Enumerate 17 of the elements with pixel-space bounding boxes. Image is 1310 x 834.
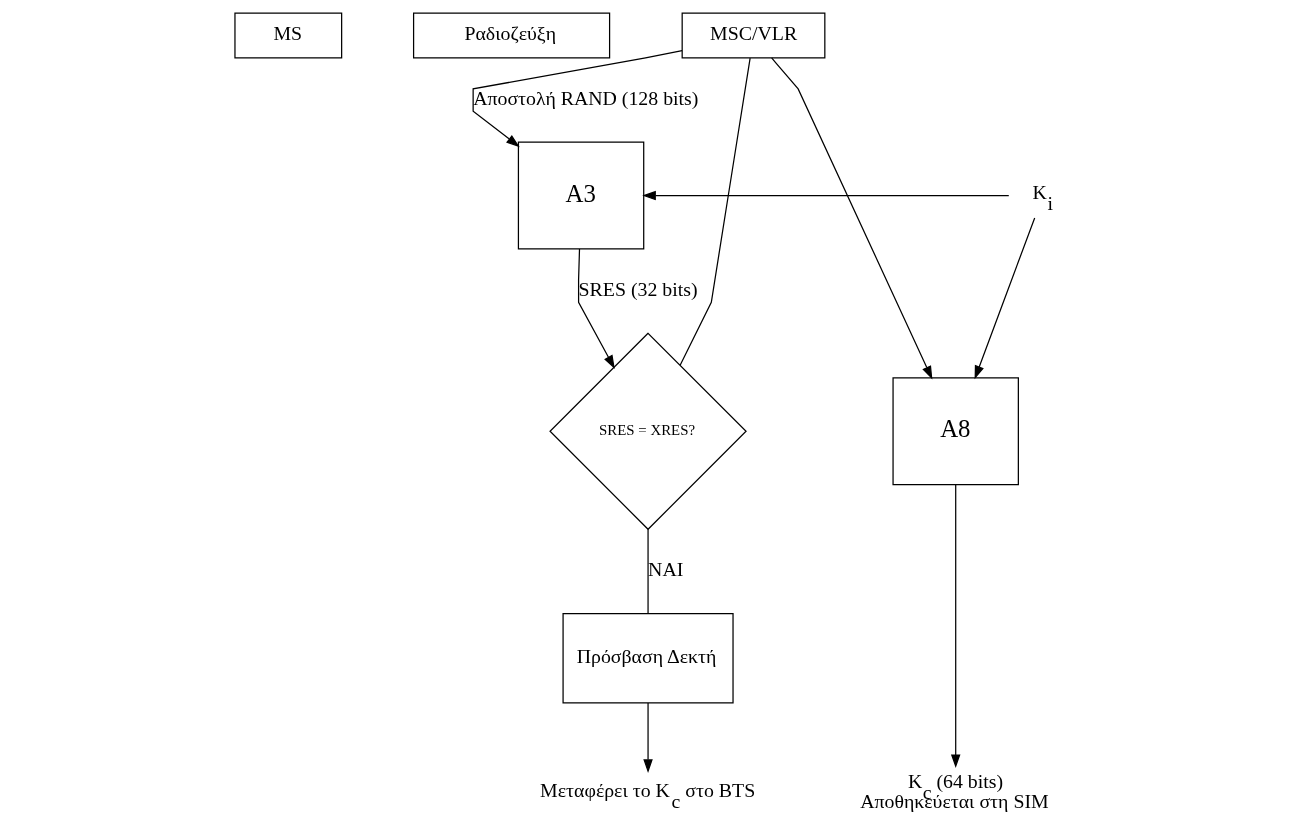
arrow	[974, 217, 1035, 380]
arrow	[577, 248, 615, 369]
connector	[679, 57, 751, 366]
edge-label: SRES (32 bits)	[578, 277, 698, 300]
node-box: MS	[233, 12, 342, 59]
arrow	[950, 484, 960, 769]
node-diamond: SRES = XRES?	[548, 332, 747, 531]
node-box: Ραδιοζεύξη	[412, 12, 610, 59]
arrow	[472, 50, 683, 148]
connector	[646, 528, 649, 614]
node-box: A3	[517, 141, 644, 250]
node-box: Πρόσβαση Δεκτή	[561, 613, 734, 704]
node-box: A8	[891, 377, 1019, 486]
arrow	[641, 190, 1009, 201]
arrow	[770, 57, 932, 380]
arrow	[642, 702, 653, 773]
node-box: MSC/VLR	[681, 12, 825, 59]
